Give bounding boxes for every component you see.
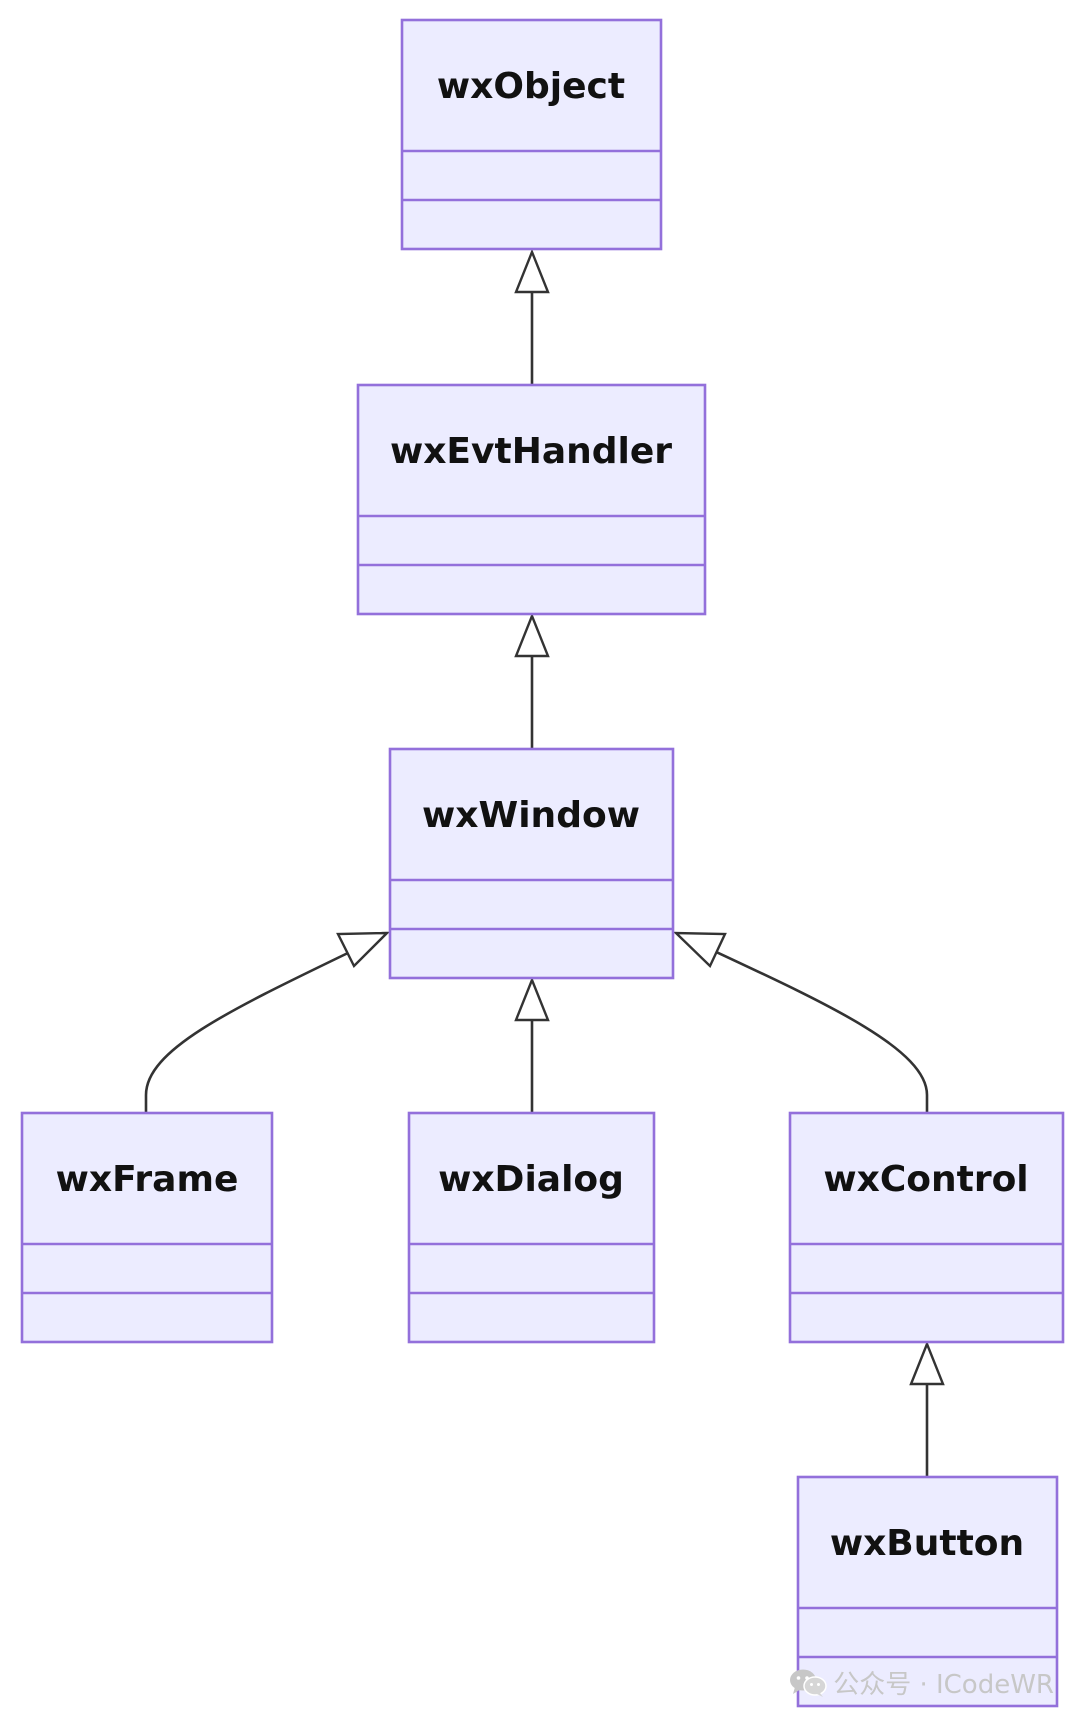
watermark-text: 公众号 · ICodeWR — [833, 1670, 1054, 1700]
class-name-wxDialog: wxDialog — [438, 1159, 624, 1200]
arrowhead-wxControl — [909, 1340, 945, 1386]
class-name-wxButton: wxButton — [830, 1523, 1024, 1564]
arrowhead-wxWindow-left — [336, 931, 390, 969]
class-box-wxWindow[interactable]: wxWindow — [388, 747, 675, 980]
wechat-icon — [790, 1669, 827, 1697]
arrowhead-wxWindow-center — [514, 976, 550, 1022]
class-box-wxButton[interactable]: wxButton — [796, 1475, 1059, 1708]
arrowhead-wxObject — [514, 248, 550, 294]
class-name-wxObject: wxObject — [437, 66, 625, 107]
watermark: 公众号 · ICodeWR — [789, 1664, 1054, 1701]
edge-wxControl-to-wxWindow — [711, 948, 929, 1112]
edge-wxFrame-to-wxWindow — [144, 950, 351, 1112]
class-box-wxControl[interactable]: wxControl — [788, 1111, 1065, 1344]
class-box-wxEvtHandler[interactable]: wxEvtHandler — [356, 383, 707, 616]
class-box-wxDialog[interactable]: wxDialog — [407, 1111, 656, 1344]
class-box-wxFrame[interactable]: wxFrame — [20, 1111, 274, 1344]
inheritance-edges — [144, 248, 945, 1476]
class-name-wxWindow: wxWindow — [422, 795, 640, 836]
class-name-wxFrame: wxFrame — [56, 1159, 239, 1200]
arrowhead-wxWindow-right — [672, 931, 727, 969]
arrowhead-wxEvtHandler — [514, 612, 550, 658]
class-box-wxObject[interactable]: wxObject — [400, 18, 663, 251]
class-name-wxControl: wxControl — [823, 1159, 1028, 1200]
class-name-wxEvtHandler: wxEvtHandler — [390, 431, 672, 472]
